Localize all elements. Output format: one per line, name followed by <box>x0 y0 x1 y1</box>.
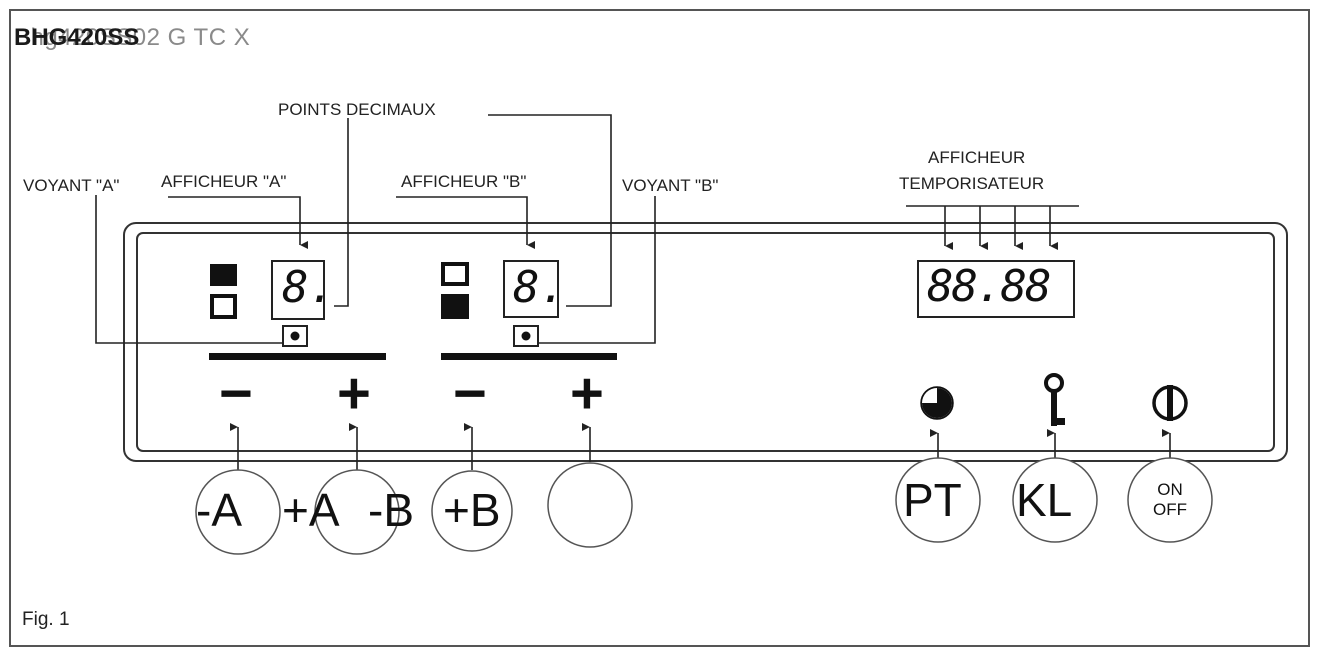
model-overlay-text: Bhg420SS02 G TC X <box>14 24 251 51</box>
afficheur-a-digit: 8. <box>282 262 335 313</box>
button-onoff-circle[interactable] <box>1127 457 1213 543</box>
zone-a-bar <box>209 353 386 360</box>
figure-frame <box>9 9 1310 647</box>
button-plus-a-circle[interactable] <box>314 469 400 555</box>
timer-icon <box>920 386 954 420</box>
button-minus-a-circle[interactable] <box>195 469 281 555</box>
button-off-text: OFF <box>1153 500 1187 519</box>
button-plus-a-label: +A <box>282 484 340 536</box>
label-afficheur-a: AFFICHEUR "A" <box>161 172 287 191</box>
zone-b-bar <box>441 353 617 360</box>
indicator-led-icon <box>282 325 308 347</box>
label-voyant-b: VOYANT "B" <box>622 176 719 195</box>
button-plus-b-label: +B <box>443 484 501 536</box>
button-kl-label: KL <box>1016 474 1073 526</box>
button-on-text: ON <box>1157 480 1183 499</box>
model-title: BHG420SS <box>14 24 140 51</box>
button-minus-b-label: -B <box>368 484 414 536</box>
label-afficheur-temporisateur-1: AFFICHEUR <box>928 148 1026 167</box>
label-afficheur-temporisateur-2: TEMPORISATEUR <box>899 174 1045 193</box>
symbol-minus-a: − <box>219 361 253 426</box>
key-lock-icon <box>1044 373 1065 426</box>
afficheur-b-frame <box>503 260 559 318</box>
power-icon <box>1152 385 1188 421</box>
button-onoff-label: ON OFF <box>1145 480 1195 520</box>
button-blank-circle[interactable] <box>547 462 633 548</box>
button-plus-b-circle[interactable] <box>431 470 513 552</box>
button-pt-label: PT <box>903 474 962 526</box>
voyant-a-indicator <box>210 264 237 319</box>
afficheur-a-frame <box>271 260 325 320</box>
symbol-minus-b: − <box>453 361 487 426</box>
afficheur-temporisateur-frame <box>917 260 1075 318</box>
control-panel <box>123 222 1288 462</box>
label-afficheur-b: AFFICHEUR "B" <box>401 172 527 191</box>
symbol-plus-a: + <box>337 361 371 426</box>
button-kl-circle[interactable] <box>1012 457 1098 543</box>
label-points-decimaux: POINTS DECIMAUX <box>278 100 436 119</box>
button-pt-circle[interactable] <box>895 457 981 543</box>
afficheur-b-digit: 8. <box>513 262 566 313</box>
leader-lines <box>95 114 1171 470</box>
label-voyant-a: VOYANT "A" <box>23 176 120 195</box>
voyant-b-indicator <box>441 262 469 319</box>
symbol-plus-b: + <box>570 361 604 426</box>
figure-caption: Fig. 1 <box>22 609 70 630</box>
button-minus-a-label: -A <box>196 484 242 536</box>
indicator-led-icon <box>513 325 539 347</box>
afficheur-temporisateur-digits: 88.88 <box>927 261 1051 312</box>
